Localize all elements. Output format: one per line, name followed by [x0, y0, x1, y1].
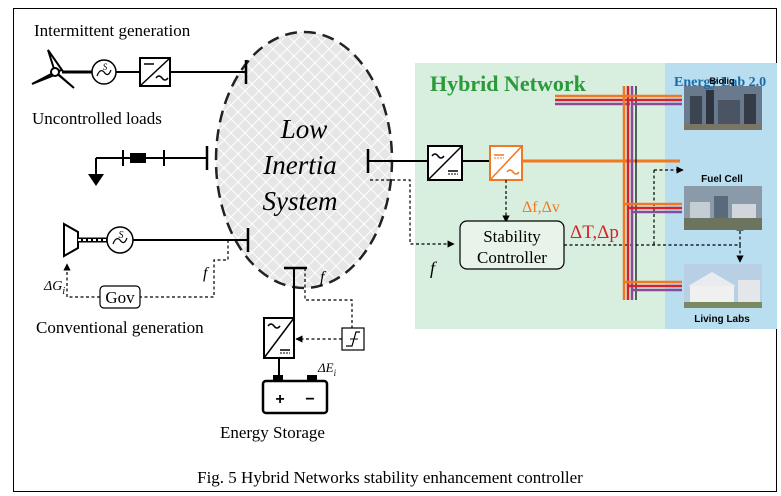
battery-icon	[261, 375, 329, 415]
wind-turbine-icon	[31, 49, 92, 89]
load-resistor-icon	[130, 153, 146, 163]
frequency-label-conventional: f	[203, 265, 210, 282]
conventional-generation-label: Conventional generation	[36, 318, 204, 337]
inverter-icon-wind	[139, 57, 171, 87]
bioliq-label: Bioliq	[710, 76, 735, 86]
load-arrow-icon	[88, 174, 104, 186]
frequency-label-storage: f	[320, 269, 327, 286]
uncontrolled-loads-label: Uncontrolled loads	[32, 109, 162, 128]
living-labs-image	[684, 264, 762, 308]
stability-controller-label-1: Stability	[483, 227, 541, 246]
low-inertia-text-1: Low	[280, 114, 328, 144]
generator-symbol-conventional: S	[119, 230, 124, 241]
low-inertia-text-2: Inertia	[262, 150, 337, 180]
intermittent-generation-label: Intermittent generation	[34, 21, 191, 40]
governor-label: Gov	[105, 288, 135, 307]
energy-storage-label: Energy Storage	[220, 423, 325, 442]
battery-minus-label: −	[305, 391, 314, 408]
delta-t-p-label: ΔT,Δp	[570, 222, 619, 243]
generator-symbol-wind: S	[103, 62, 108, 72]
converter-icon-dc-ac	[489, 145, 523, 181]
energy-lab-title: Energy Lab 2.0	[674, 75, 766, 90]
stability-controller-label-2: Controller	[477, 248, 547, 267]
frequency-label-hybrid: f	[430, 258, 438, 278]
fuel-cell-image	[684, 186, 762, 230]
hybrid-bus-lines	[555, 86, 682, 300]
bioliq-image	[684, 86, 762, 130]
delta-e-label: ΔEi	[317, 360, 337, 378]
turbine-icon	[63, 222, 108, 258]
delta-g-label: ΔGi	[43, 279, 65, 297]
battery-plus-label: +	[275, 391, 284, 408]
converter-icon-ac-dc	[427, 145, 463, 181]
inverter-icon-storage	[263, 317, 295, 359]
figure-caption: Fig. 5 Hybrid Networks stability enhance…	[197, 468, 583, 487]
fuel-cell-label: Fuel Cell	[701, 174, 743, 185]
hybrid-network-title: Hybrid Network	[430, 71, 587, 96]
delta-f-v-label: Δf,Δv	[522, 199, 560, 216]
living-labs-label: Living Labs	[694, 314, 750, 325]
low-inertia-text-3: System	[263, 186, 338, 216]
